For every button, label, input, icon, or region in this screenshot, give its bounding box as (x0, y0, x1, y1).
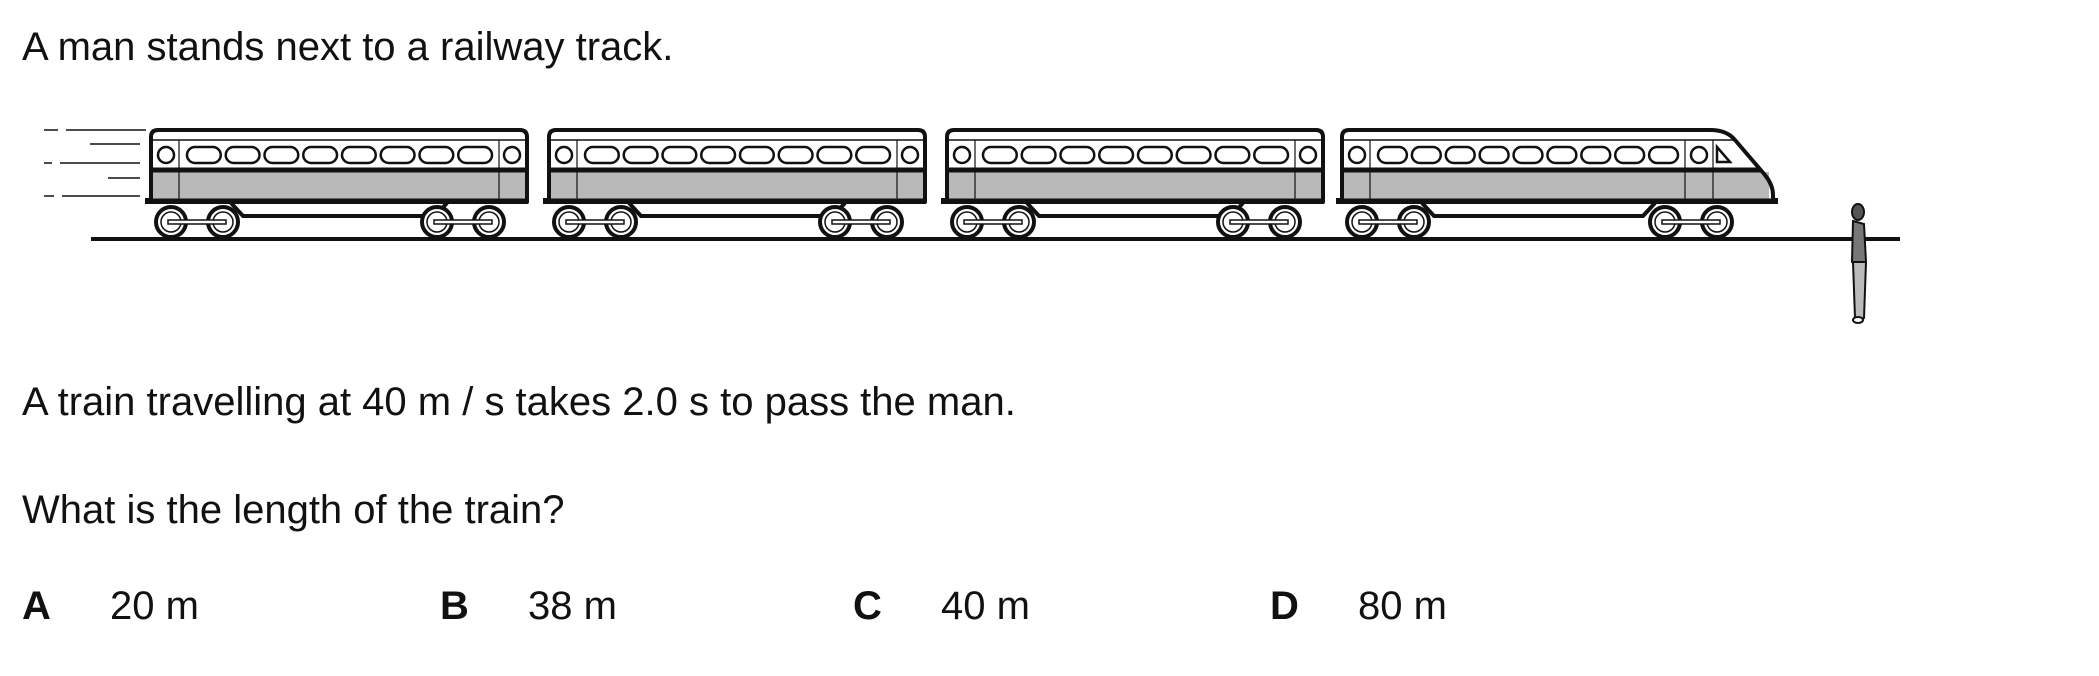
coupler (543, 198, 549, 204)
window (1444, 145, 1476, 165)
man-foot (1852, 316, 1864, 324)
window (1376, 145, 1409, 165)
option-letter: B (440, 584, 469, 628)
option-letter: C (853, 584, 882, 628)
window (302, 145, 339, 165)
front-carriage (1336, 128, 1778, 239)
carriage-body-outline (945, 128, 1325, 204)
window (185, 145, 222, 165)
man-head (1851, 203, 1865, 221)
round-window (1689, 145, 1709, 165)
window (738, 145, 775, 165)
window (1214, 145, 1251, 165)
coupler (941, 198, 947, 204)
option-value: 20 m (110, 584, 199, 628)
window (661, 145, 698, 165)
window (583, 145, 620, 165)
carriage-body-outline (1340, 128, 1775, 204)
window (816, 145, 853, 165)
cab-window (1715, 143, 1733, 164)
man-torso (1850, 219, 1868, 270)
window (777, 145, 814, 165)
option-value: 80 m (1358, 584, 1447, 628)
window (1478, 145, 1510, 165)
carriage-body-outline (149, 128, 529, 204)
window (457, 145, 494, 165)
question-prompt: What is the length of the train? (22, 488, 565, 532)
carriage (543, 128, 927, 239)
carriage-lower-panel (1342, 172, 1769, 200)
window (1580, 145, 1612, 165)
window (1253, 145, 1290, 165)
carriage-lower-panel (947, 172, 1323, 200)
window (1647, 145, 1680, 165)
intro-text: A man stands next to a railway track. (22, 25, 674, 69)
window (418, 145, 455, 165)
axle-bar (1229, 219, 1289, 225)
option-value: 38 m (528, 584, 617, 628)
window (1613, 145, 1646, 165)
round-window (1347, 145, 1367, 165)
window (1020, 145, 1057, 165)
underframe (627, 201, 847, 218)
window (700, 145, 737, 165)
window (1546, 145, 1578, 165)
round-window (952, 145, 972, 165)
man-figure (1850, 203, 1868, 324)
round-window (156, 145, 176, 165)
axle-bar (433, 219, 493, 225)
window (1410, 145, 1443, 165)
underframe (1420, 201, 1657, 218)
carriage-lower-panel (151, 172, 527, 200)
carriage-body-outline (547, 128, 927, 204)
round-window (1298, 145, 1318, 165)
window (1098, 145, 1135, 165)
window (263, 145, 300, 165)
axle-bar (831, 219, 891, 225)
axle-bar (167, 219, 227, 225)
round-window (900, 145, 920, 165)
option-value: 40 m (941, 584, 1030, 628)
coupler (1773, 198, 1778, 204)
carriage (145, 128, 529, 239)
option-letter: D (1270, 584, 1299, 628)
carriage (941, 128, 1325, 239)
coupler (145, 198, 151, 204)
man-legs (1851, 261, 1868, 324)
coupler (1336, 198, 1342, 204)
carriage-lower-panel (549, 172, 925, 200)
underframe (1025, 201, 1245, 218)
window (981, 145, 1018, 165)
axle-bar (565, 219, 625, 225)
window (622, 145, 659, 165)
window (1175, 145, 1212, 165)
question-statement: A train travelling at 40 m / s takes 2.0… (22, 380, 1016, 424)
option-letter: A (22, 584, 51, 628)
axle-bar (1358, 219, 1418, 225)
round-window (554, 145, 574, 165)
window (1136, 145, 1173, 165)
window (224, 145, 261, 165)
window (1512, 145, 1544, 165)
axle-bar (963, 219, 1023, 225)
window (379, 145, 416, 165)
round-window (502, 145, 522, 165)
underframe (229, 201, 449, 218)
window (855, 145, 892, 165)
window (1059, 145, 1096, 165)
window (340, 145, 377, 165)
axle-bar (1661, 219, 1721, 225)
